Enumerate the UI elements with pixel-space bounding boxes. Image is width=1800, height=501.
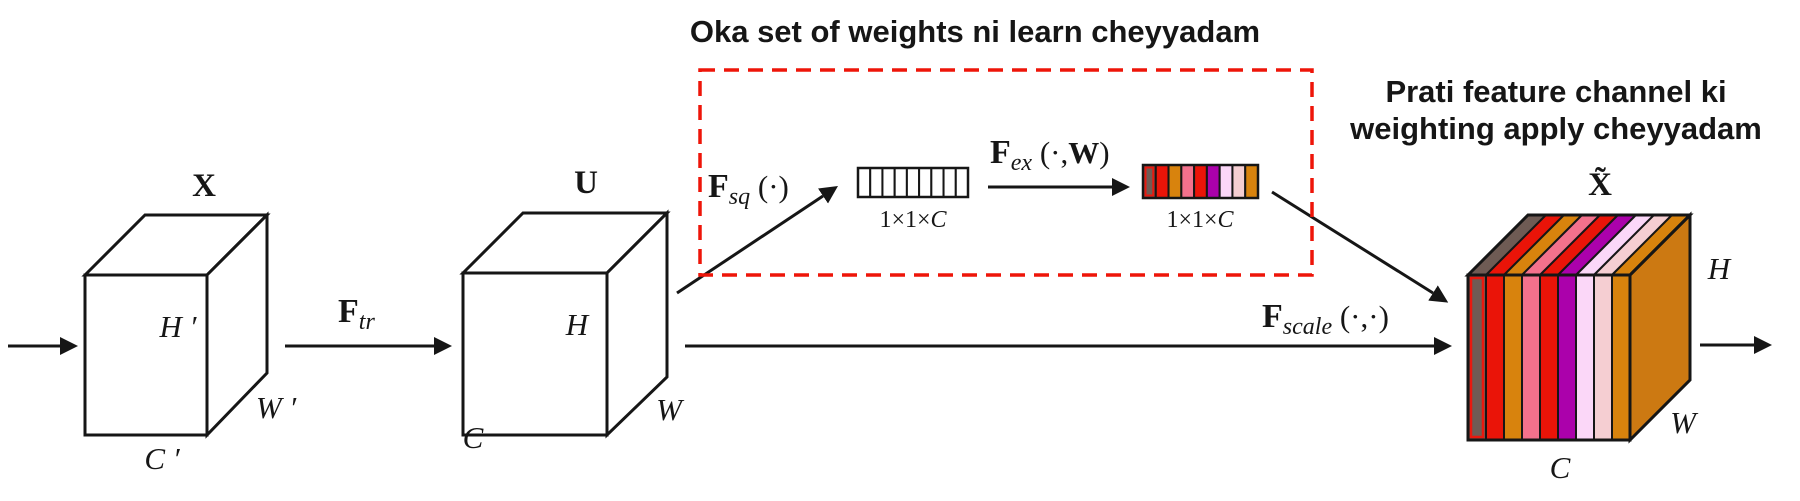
excitation-vector-outline [1141,163,1260,200]
excitation-vector [1141,163,1260,200]
middle-height-label: H [565,307,590,342]
squeeze-cell [881,167,896,198]
output-cube-channel-stripe [1521,274,1541,441]
excitation-cell [1193,164,1208,199]
input-channels-label: C ′ [144,441,180,476]
squeeze-cell [930,167,945,198]
squeeze-cell [954,167,969,198]
excite-note-line1: Prati feature channel ki [1385,74,1726,109]
squeeze-vector-dims: 1×1×C [879,207,947,233]
squeeze-cell [918,167,933,198]
excitation-cell-highlight [1144,166,1155,197]
excitation-cell [1231,164,1247,199]
fscale-label: Fscale (·,·) [1262,298,1389,340]
input-cube-front-face [83,273,209,437]
middle-width-label: W [656,392,685,427]
ftr-label: Ftr [338,293,375,335]
output-height-label: H [1707,251,1732,286]
output-channels-label: C [1550,450,1571,485]
output-cube-channel-stripe [1557,274,1577,441]
output-cube-channel-stripe [1611,274,1631,441]
fsq-label: Fsq (·) [708,168,789,210]
middle-cube [459,209,671,439]
input-width-label: W ′ [256,390,298,425]
excite-note-line2: weighting apply cheyyadam [1349,111,1762,146]
excitation-cell [1205,164,1221,199]
input-tensor-label: X [192,168,216,204]
output-cube-channel-stripe [1485,274,1505,441]
output-cube-front-face [1467,274,1631,441]
excitation-cell [1218,164,1234,199]
fex-label: Fex (·,W) [990,134,1110,176]
excitation-cell [1244,164,1259,199]
output-tensor-label: X̃ [1588,166,1612,203]
middle-cube-front-face [461,271,609,437]
output-width-label: W [1670,405,1699,440]
excitation-cell [1180,164,1196,199]
squeeze-cell [942,167,957,198]
output-cube-channel-stripe [1593,274,1613,441]
input-height-label: H ′ [159,309,198,344]
middle-tensor-label: U [574,165,598,201]
output-cube-channel-stripe [1539,274,1559,441]
squeeze-cell [893,167,908,198]
output-cube-channel-highlight [1469,276,1485,439]
excitation-to-cube-arrow [1271,190,1449,303]
squeeze-cell [905,167,921,198]
output-cube-channel-stripe [1503,274,1523,441]
squeeze-cell [857,167,872,198]
output-cube [1464,211,1694,444]
squeeze-cell [869,167,884,198]
excitation-cell [1154,164,1170,199]
fsq-arrow [676,186,838,295]
output-cube-front-outline [1466,273,1632,442]
middle-channels-label: C [463,420,484,455]
output-cube-channel-stripe [1575,274,1595,441]
squeeze-vector [856,166,970,199]
excitation-vector-dims: 1×1×C [1166,207,1234,233]
squeeze-vector-outline [856,166,970,199]
input-cube [81,211,271,439]
excitation-cell [1167,164,1183,199]
squeeze-note: Oka set of weights ni learn cheyyadam [690,14,1260,49]
